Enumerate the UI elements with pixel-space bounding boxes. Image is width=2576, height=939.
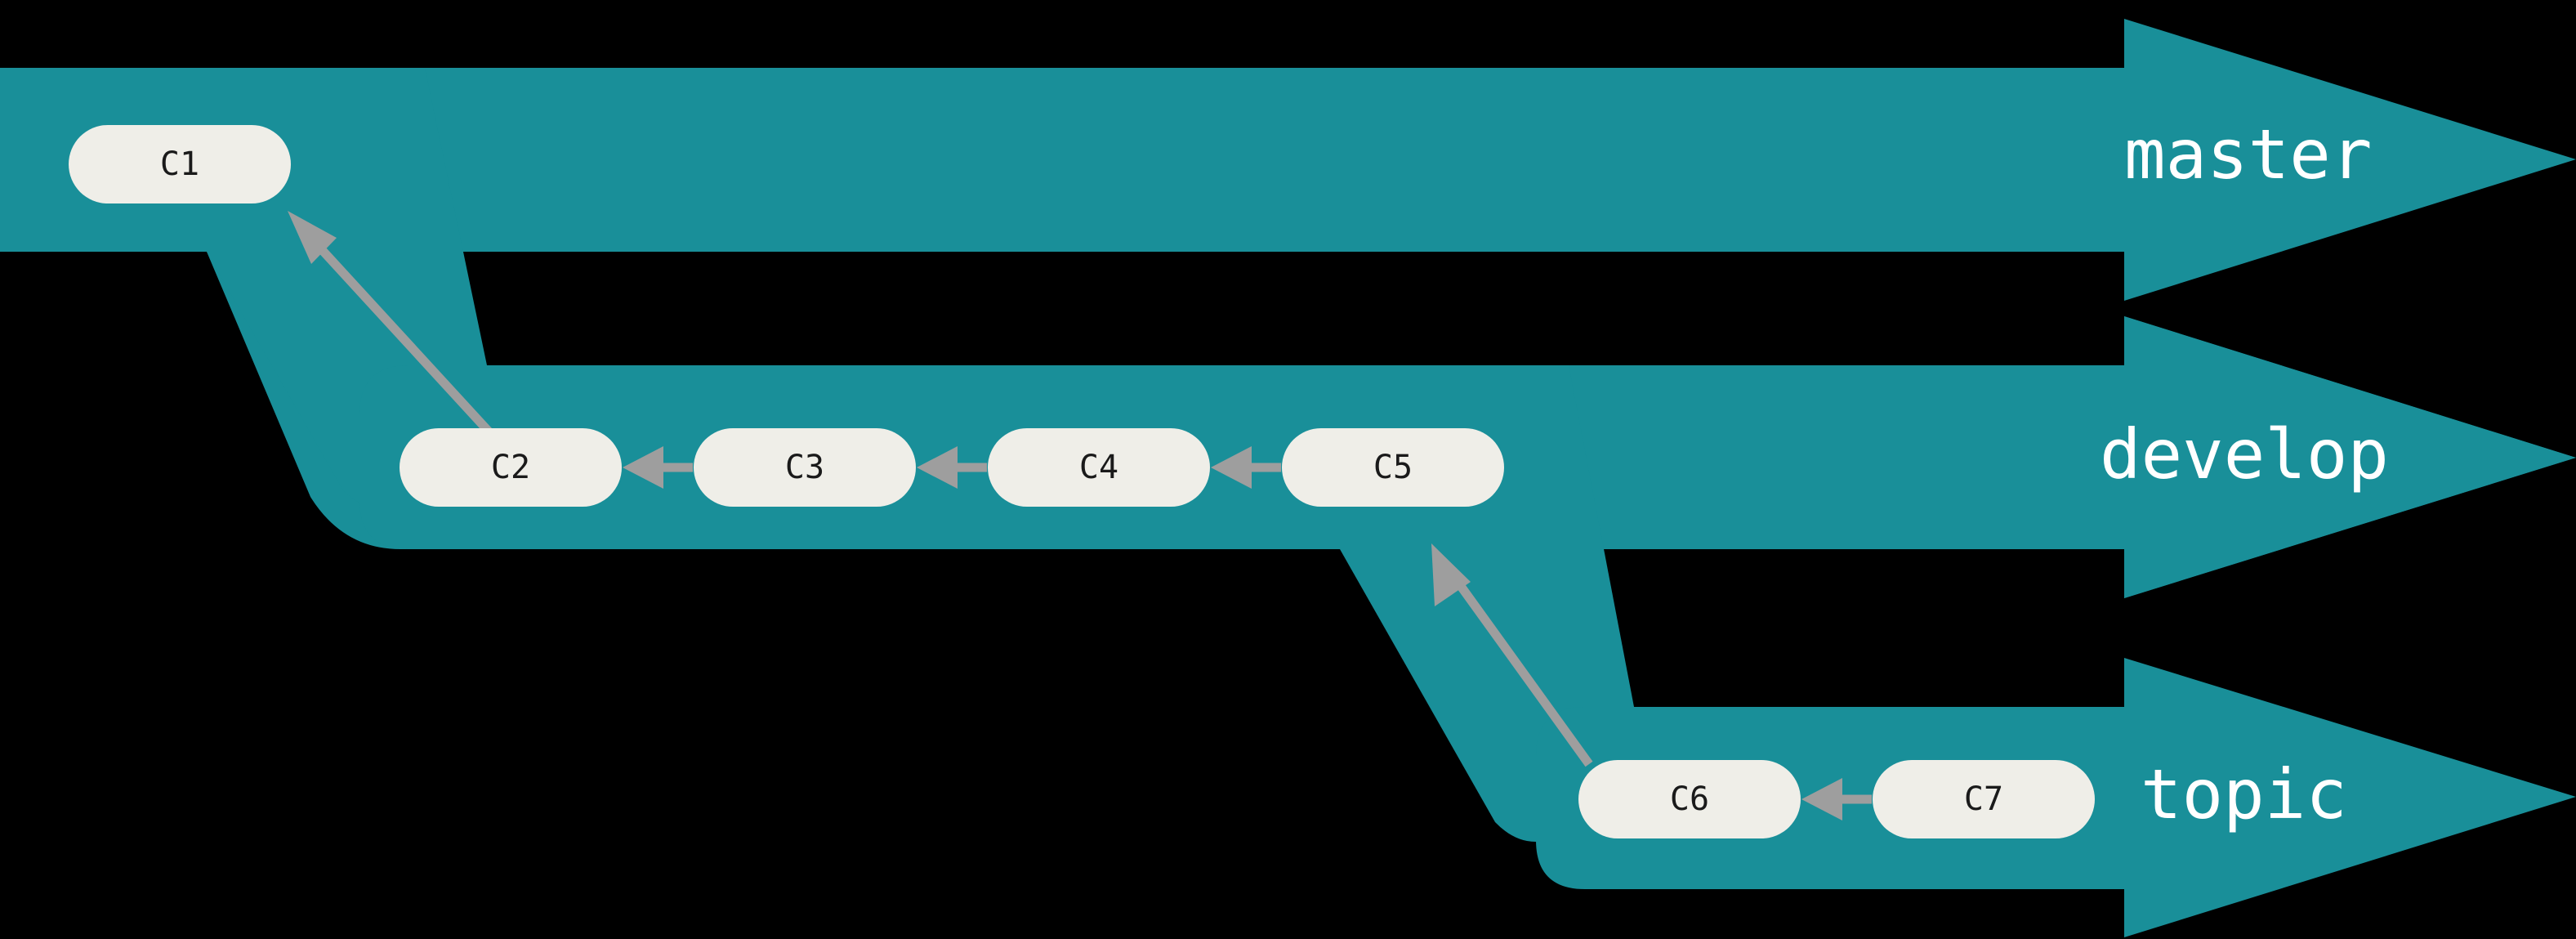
commit-label: C7: [1964, 780, 2003, 818]
commit-node-shape: [69, 125, 291, 203]
commit-node-c4[interactable]: C4: [988, 428, 1210, 507]
commit-label: C6: [1670, 780, 1709, 818]
commit-label: C5: [1373, 449, 1413, 486]
commit-node-c5[interactable]: C5: [1282, 428, 1504, 507]
edge-c4-to-c3: [917, 446, 987, 489]
commit-label: C4: [1079, 449, 1118, 486]
branch-label-master: master: [2124, 114, 2372, 195]
commit-node-shape: [694, 428, 916, 507]
commit-node-c1[interactable]: C1: [69, 125, 291, 203]
commit-node-shape: [1282, 428, 1504, 507]
edge-c7-to-c6: [1801, 778, 1872, 821]
branch-label-topic: topic: [2141, 754, 2347, 834]
commit-label: C3: [785, 449, 824, 486]
branch-band-master: [0, 19, 2576, 301]
commit-label: C2: [491, 449, 530, 486]
commit-node-shape: [1873, 760, 2095, 838]
commit-node-c2[interactable]: C2: [400, 428, 622, 507]
commit-node-c7[interactable]: C7: [1873, 760, 2095, 838]
commit-node-shape: [1578, 760, 1801, 838]
commit-node-shape: [400, 428, 622, 507]
edge-c3-to-c2: [623, 446, 693, 489]
commit-node-c3[interactable]: C3: [694, 428, 916, 507]
edge-c6-to-c5: [1431, 543, 1593, 767]
commit-label: C1: [160, 145, 199, 183]
edge-c5-to-c4: [1211, 446, 1281, 489]
edge-c2-to-c1: [288, 211, 494, 436]
branch-label-develop: develop: [2100, 414, 2389, 494]
commit-node-c6[interactable]: C6: [1578, 760, 1801, 838]
commit-node-shape: [988, 428, 1210, 507]
